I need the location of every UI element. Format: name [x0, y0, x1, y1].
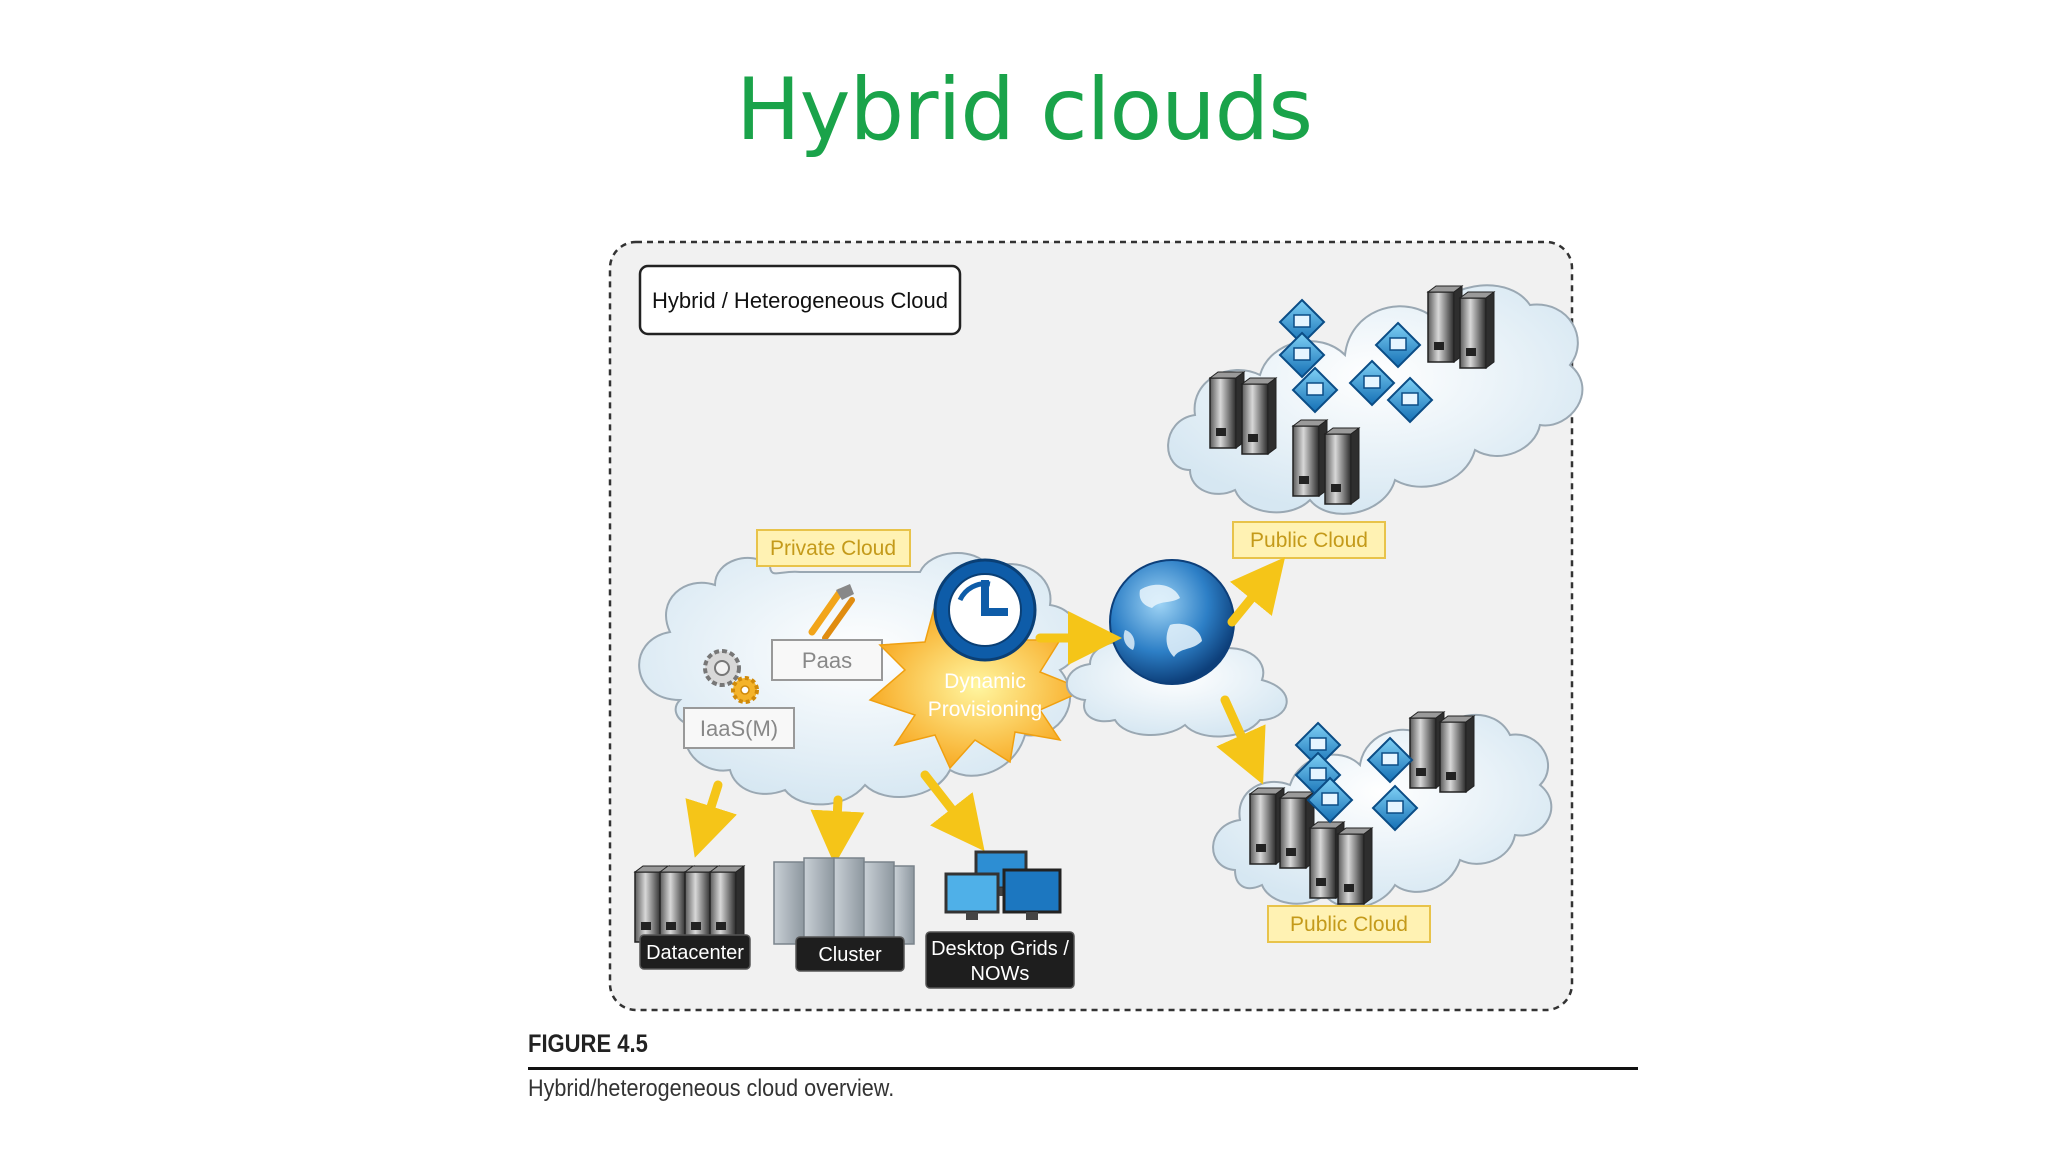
- arrow-private-to-desktop: [920, 770, 985, 852]
- public-cloud-top-label: Public Cloud: [1232, 521, 1386, 559]
- server-icon: [1249, 787, 1285, 865]
- public-cloud-top: [1167, 284, 1584, 515]
- desktop-grids-label-line2: NOWs: [971, 963, 1030, 985]
- desktop-grids-group: Desktop Grids / NOWs: [925, 850, 1075, 989]
- frame-label-box: Hybrid / Heterogeneous Cloud: [638, 264, 962, 336]
- frame-label: Hybrid / Heterogeneous Cloud: [652, 288, 948, 313]
- cluster-group: Cluster: [773, 857, 915, 972]
- server-icon: [1292, 419, 1328, 497]
- figure-rule: [528, 1067, 1638, 1070]
- rack-icon: [773, 861, 805, 945]
- server-icon: [1427, 285, 1463, 363]
- cluster-label: Cluster: [818, 944, 882, 966]
- arrow-private-to-cluster: [810, 795, 865, 865]
- server-icon: [1439, 715, 1475, 793]
- dynamic-provisioning-burst: Dynamic Provisioning: [868, 603, 1087, 770]
- server-icon: [1279, 791, 1315, 869]
- figure-number: FIGURE 4.5: [528, 1030, 648, 1058]
- svg-text:IaaS(M): IaaS(M): [700, 716, 778, 741]
- public-cloud-bottom-label: Public Cloud: [1267, 905, 1431, 943]
- provisioning-clock-icon: [933, 558, 1037, 662]
- gears-icon: [703, 649, 759, 704]
- tools-icon: [808, 584, 855, 641]
- figure-caption: Hybrid/heterogeneous cloud overview.: [528, 1075, 895, 1102]
- slide-title: Hybrid clouds: [735, 60, 1313, 160]
- rack-icon: [803, 857, 835, 945]
- private-cloud-label: Private Cloud: [756, 529, 911, 567]
- server-icon: [1324, 427, 1360, 505]
- server-icon: [1209, 371, 1245, 449]
- svg-text:Public Cloud: Public Cloud: [1290, 913, 1408, 936]
- server-icon: [709, 865, 745, 943]
- svg-text:Paas: Paas: [802, 648, 852, 673]
- arrow-internet-to-public-top: [1227, 557, 1286, 627]
- iaas-box: IaaS(M): [683, 707, 795, 749]
- arrow-internet-to-public-bottom: [1216, 695, 1266, 785]
- rack-icon: [833, 857, 865, 945]
- paas-box: Paas: [771, 639, 883, 681]
- svg-text:Private Cloud: Private Cloud: [770, 537, 896, 560]
- public-cloud-bottom: [1212, 711, 1553, 909]
- monitor-icon: [944, 872, 1000, 920]
- desktop-grids-label-line1: Desktop Grids /: [931, 938, 1069, 960]
- flow-arrows: [685, 557, 1286, 865]
- provisioning-label-line1: Dynamic: [944, 670, 1026, 693]
- globe-icon: [1109, 559, 1235, 685]
- arrow-private-to-datacenter: [685, 780, 737, 858]
- datacenter-label: Datacenter: [646, 942, 744, 964]
- provisioning-label-line2: Provisioning: [928, 698, 1042, 721]
- server-icon: [1409, 711, 1445, 789]
- server-icon: [1459, 291, 1495, 369]
- monitor-icon: [1002, 868, 1062, 920]
- server-icon: [1337, 827, 1373, 905]
- svg-text:Public Cloud: Public Cloud: [1250, 529, 1368, 552]
- datacenter-group: Datacenter: [634, 865, 751, 970]
- rack-icon: [893, 865, 915, 945]
- server-icon: [1241, 377, 1277, 455]
- rack-icon: [863, 861, 895, 945]
